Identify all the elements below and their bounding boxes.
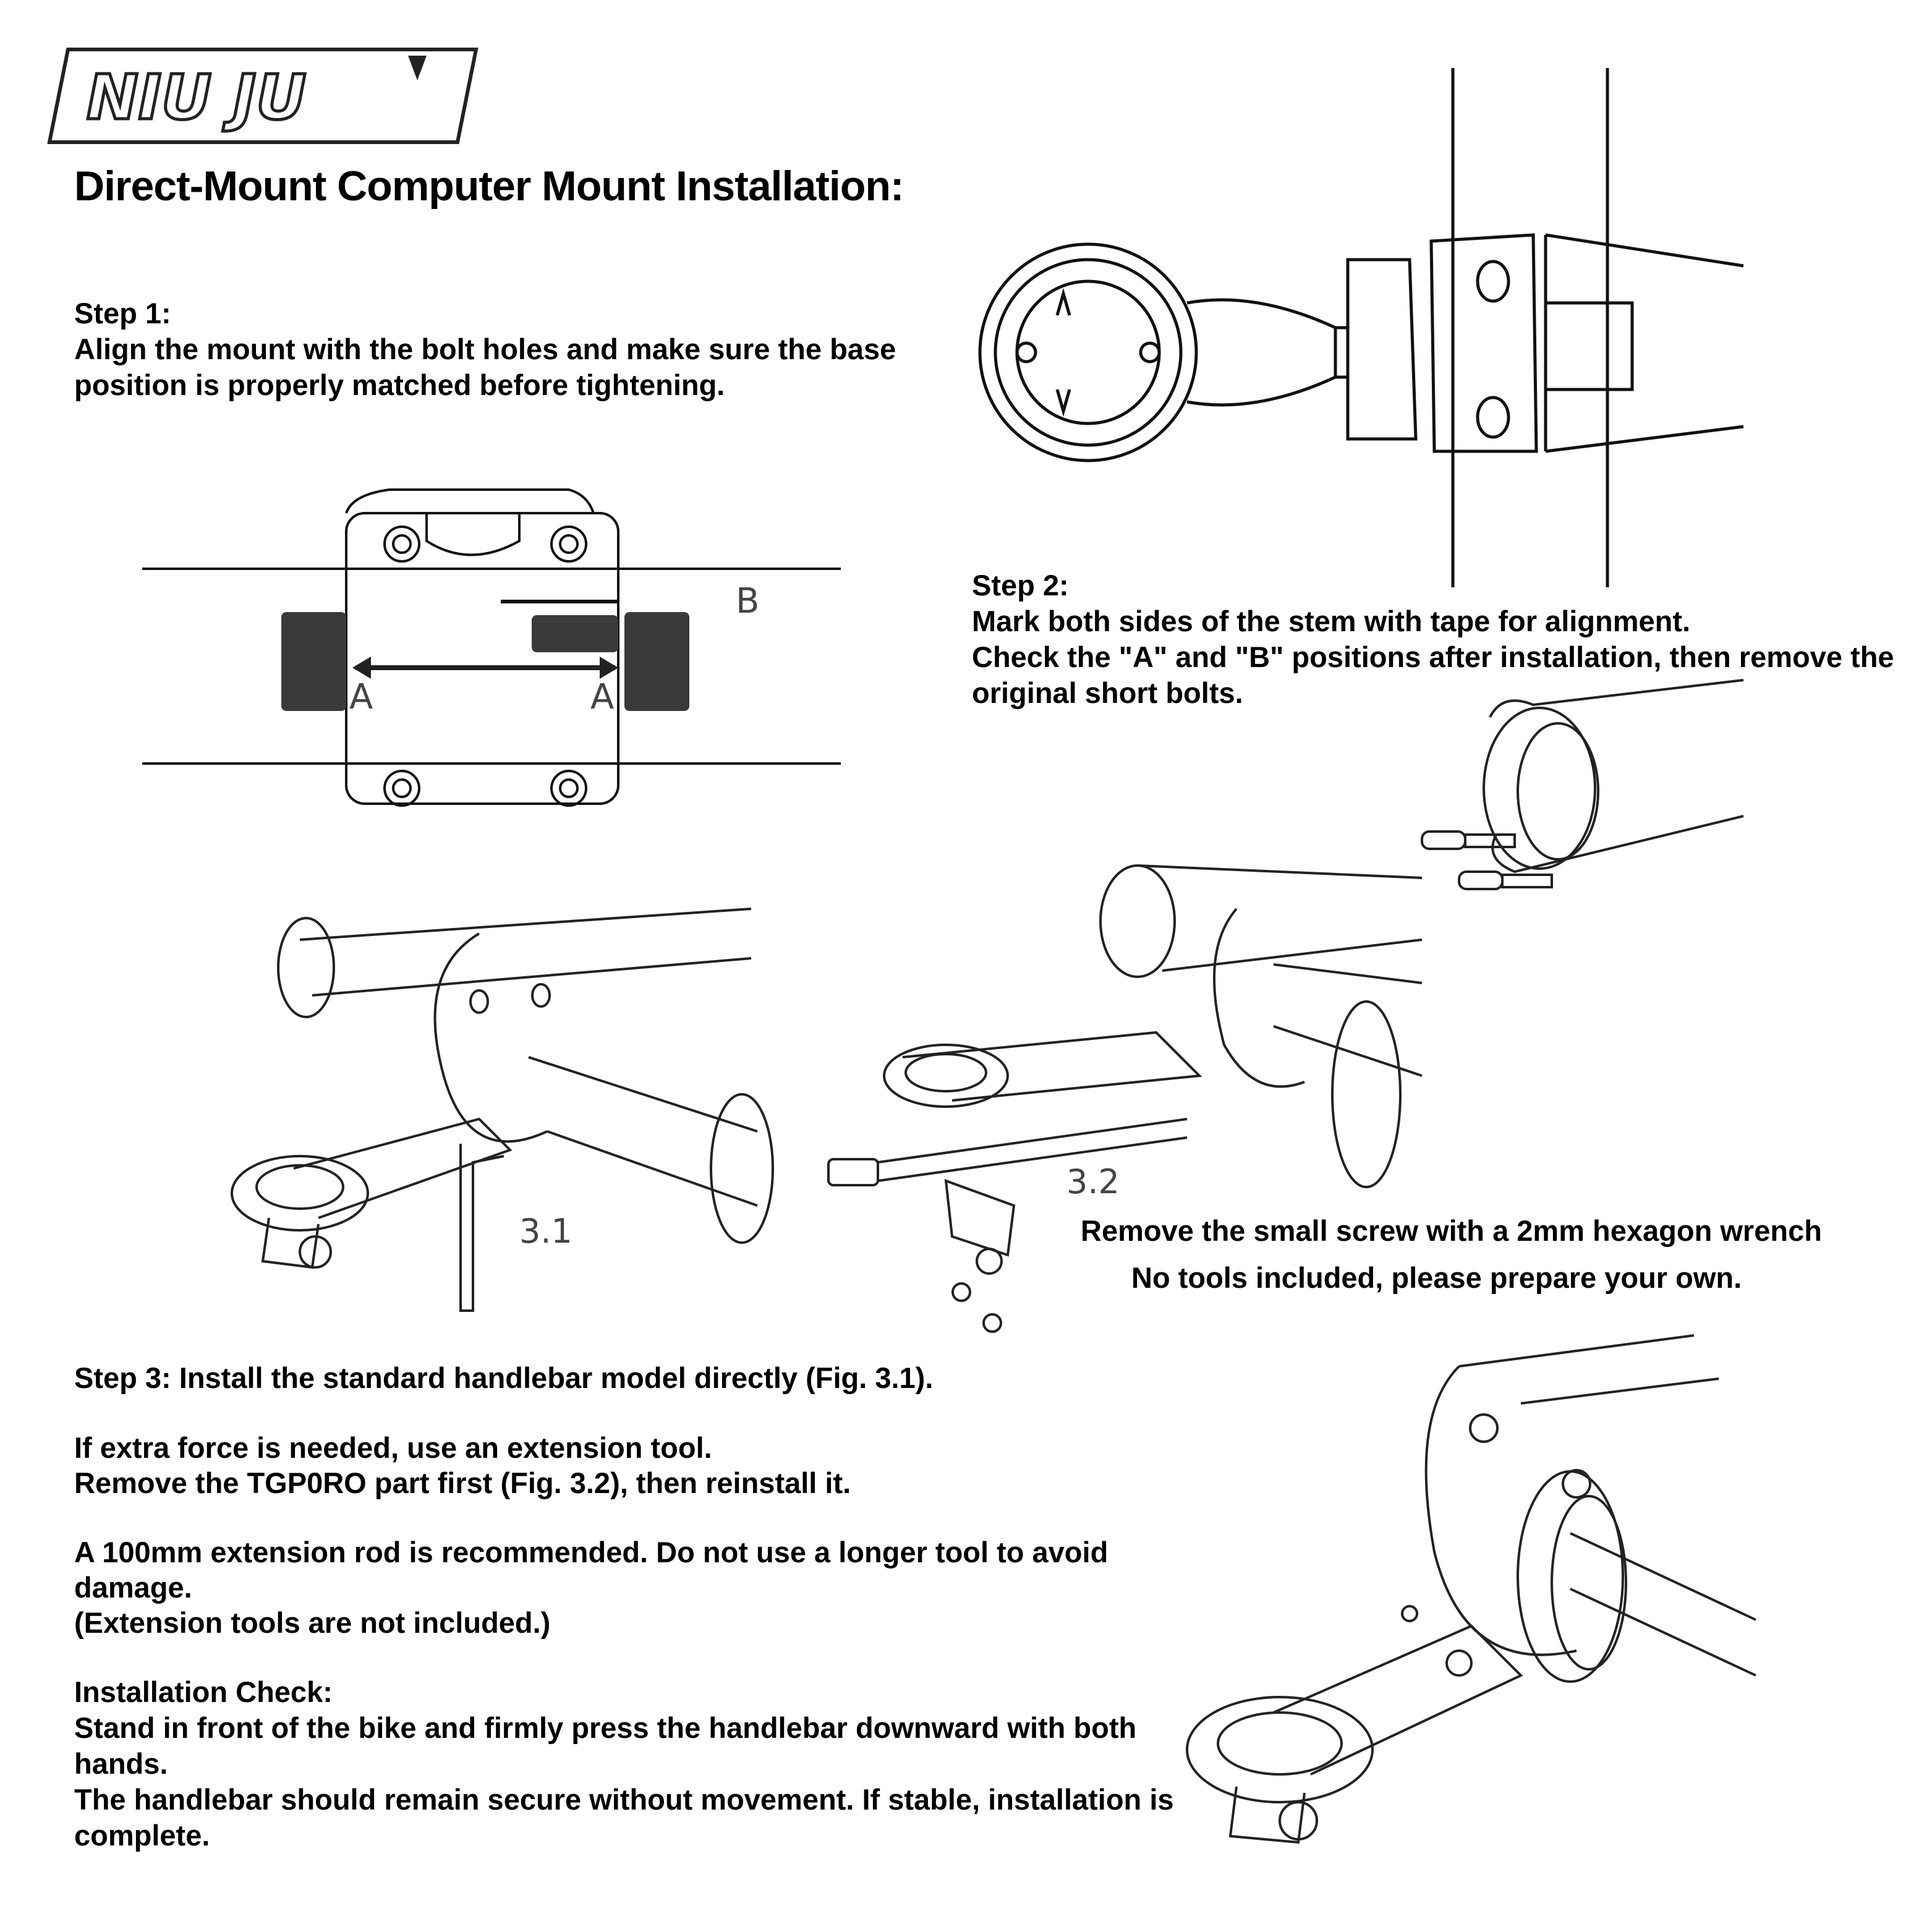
step2-line: original short bolts. bbox=[972, 676, 1243, 709]
step1-block: Step 1: Align the mount with the bolt ho… bbox=[74, 296, 896, 403]
fig31-label: 3.1 bbox=[519, 1212, 572, 1251]
check-block: Installation Check: Stand in front of th… bbox=[74, 1674, 1174, 1853]
figure-3-1-diagram bbox=[219, 896, 774, 1323]
label-a-left: A bbox=[349, 677, 373, 717]
stem-and-bolts-diagram bbox=[1410, 668, 1756, 903]
step2-heading: Step 2: bbox=[972, 569, 1069, 602]
check-line: The handlebar should remain secure witho… bbox=[74, 1783, 1174, 1816]
top-view-mount-diagram bbox=[964, 68, 1768, 587]
page-title: Direct-Mount Computer Mount Installation… bbox=[74, 163, 904, 210]
step3-line: If extra force is needed, use an extensi… bbox=[74, 1431, 712, 1464]
step3-line: A 100mm extension rod is recommended. Do… bbox=[74, 1536, 1109, 1568]
step3-line: damage. bbox=[74, 1571, 192, 1604]
label-a-right: A bbox=[590, 677, 615, 717]
installed-mount-diagram bbox=[1175, 1329, 1805, 1855]
label-b: B bbox=[736, 581, 760, 621]
logo-text: NIU JU bbox=[87, 61, 306, 134]
figure-3-2-diagram bbox=[827, 853, 1434, 1348]
step1-front-view-diagram bbox=[142, 482, 872, 828]
step2-line: Mark both sides of the stem with tape fo… bbox=[972, 605, 1691, 637]
step3-line: Remove the TGP0RO part first (Fig. 3.2),… bbox=[74, 1466, 851, 1499]
check-line: Stand in front of the bike and firmly pr… bbox=[74, 1711, 1137, 1744]
step1-line: Align the mount with the bolt holes and … bbox=[74, 333, 896, 365]
check-heading: Installation Check: bbox=[74, 1675, 333, 1708]
check-line: hands. bbox=[74, 1747, 168, 1780]
fig32-note: No tools included, please prepare your o… bbox=[1131, 1261, 1742, 1294]
step1-heading: Step 1: bbox=[74, 297, 171, 330]
step1-line: position is properly matched before tigh… bbox=[74, 368, 725, 401]
check-line: complete. bbox=[74, 1819, 210, 1852]
brand-logo: NIU JU bbox=[43, 43, 488, 148]
step3-line: (Extension tools are not included.) bbox=[74, 1606, 551, 1639]
step2-line: Check the "A" and "B" positions after in… bbox=[972, 640, 1894, 673]
step3-line: Step 3: Install the standard handlebar m… bbox=[74, 1361, 934, 1394]
step2-block: Step 2: Mark both sides of the stem with… bbox=[972, 568, 1894, 711]
fig32-note: Remove the small screw with a 2mm hexago… bbox=[1081, 1214, 1822, 1247]
fig32-label: 3.2 bbox=[1066, 1162, 1120, 1201]
